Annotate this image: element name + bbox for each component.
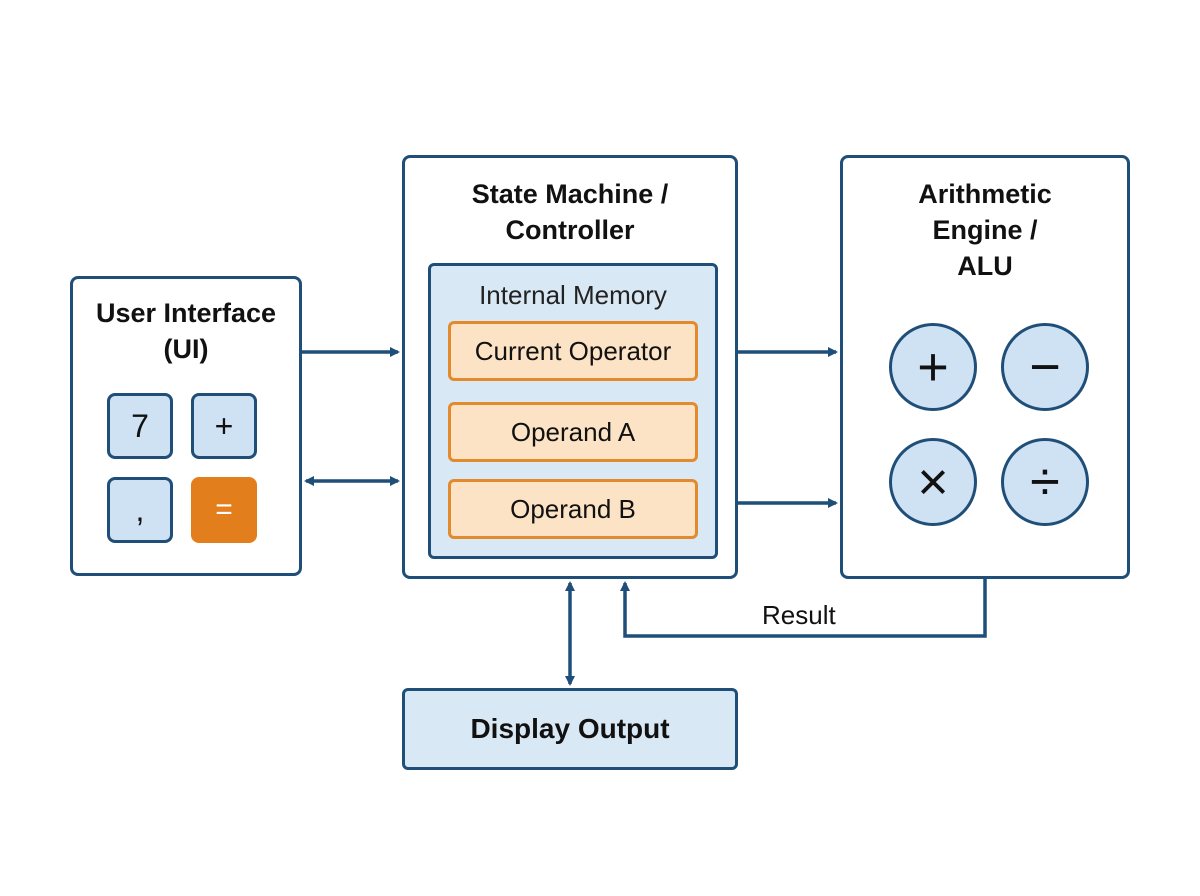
key-seven[interactable]: 7 (107, 393, 173, 459)
controller-title-line2: Controller (505, 215, 635, 245)
result-label: Result (762, 600, 836, 630)
multiply-icon: × (889, 438, 977, 526)
key-comma-label: , (135, 491, 145, 528)
key-plus[interactable]: + (191, 393, 257, 459)
alu-title: Arithmetic Engine / ALU (843, 176, 1127, 284)
register-current-operator: Current Operator (448, 321, 698, 381)
add-icon: + (889, 323, 977, 411)
key-comma[interactable]: , (107, 477, 173, 543)
user-interface-block: User Interface (UI) 7 + , = (70, 276, 302, 576)
add-symbol: + (917, 337, 949, 397)
register-current-operator-label: Current Operator (474, 335, 672, 366)
key-plus-label: + (214, 407, 234, 444)
register-operand-a-label: Operand A (510, 416, 636, 447)
key-equals-label: = (215, 493, 233, 526)
alu-title-line1: Arithmetic (918, 179, 1052, 209)
ui-title-line2: (UI) (163, 334, 209, 364)
divide-symbol: ÷ (1030, 452, 1060, 512)
internal-memory-panel: Internal Memory Current Operator Operand… (428, 263, 718, 559)
register-operand-b: Operand B (448, 479, 698, 539)
divide-icon: ÷ (1001, 438, 1089, 526)
ui-title-line1: User Interface (95, 298, 277, 328)
controller-title: State Machine / Controller (405, 176, 735, 248)
result-feedback-arrow (620, 578, 987, 638)
multiply-symbol: × (917, 452, 949, 512)
display-output-label: Display Output (470, 713, 670, 744)
display-output-block: Display Output (402, 688, 738, 770)
alu-title-line2: Engine / (932, 215, 1038, 245)
register-operand-a: Operand A (448, 402, 698, 462)
register-operand-b-label: Operand B (510, 493, 636, 524)
alu-title-line3: ALU (957, 251, 1013, 281)
internal-memory-label: Internal Memory (479, 280, 667, 310)
alu-block: Arithmetic Engine / ALU + − × ÷ (840, 155, 1130, 579)
controller-block: State Machine / Controller Internal Memo… (402, 155, 738, 579)
key-equals[interactable]: = (191, 477, 257, 543)
subtract-symbol: − (1029, 337, 1061, 397)
key-seven-label: 7 (131, 407, 149, 444)
subtract-icon: − (1001, 323, 1089, 411)
controller-title-line1: State Machine / (471, 179, 669, 209)
ui-title: User Interface (UI) (73, 295, 299, 367)
